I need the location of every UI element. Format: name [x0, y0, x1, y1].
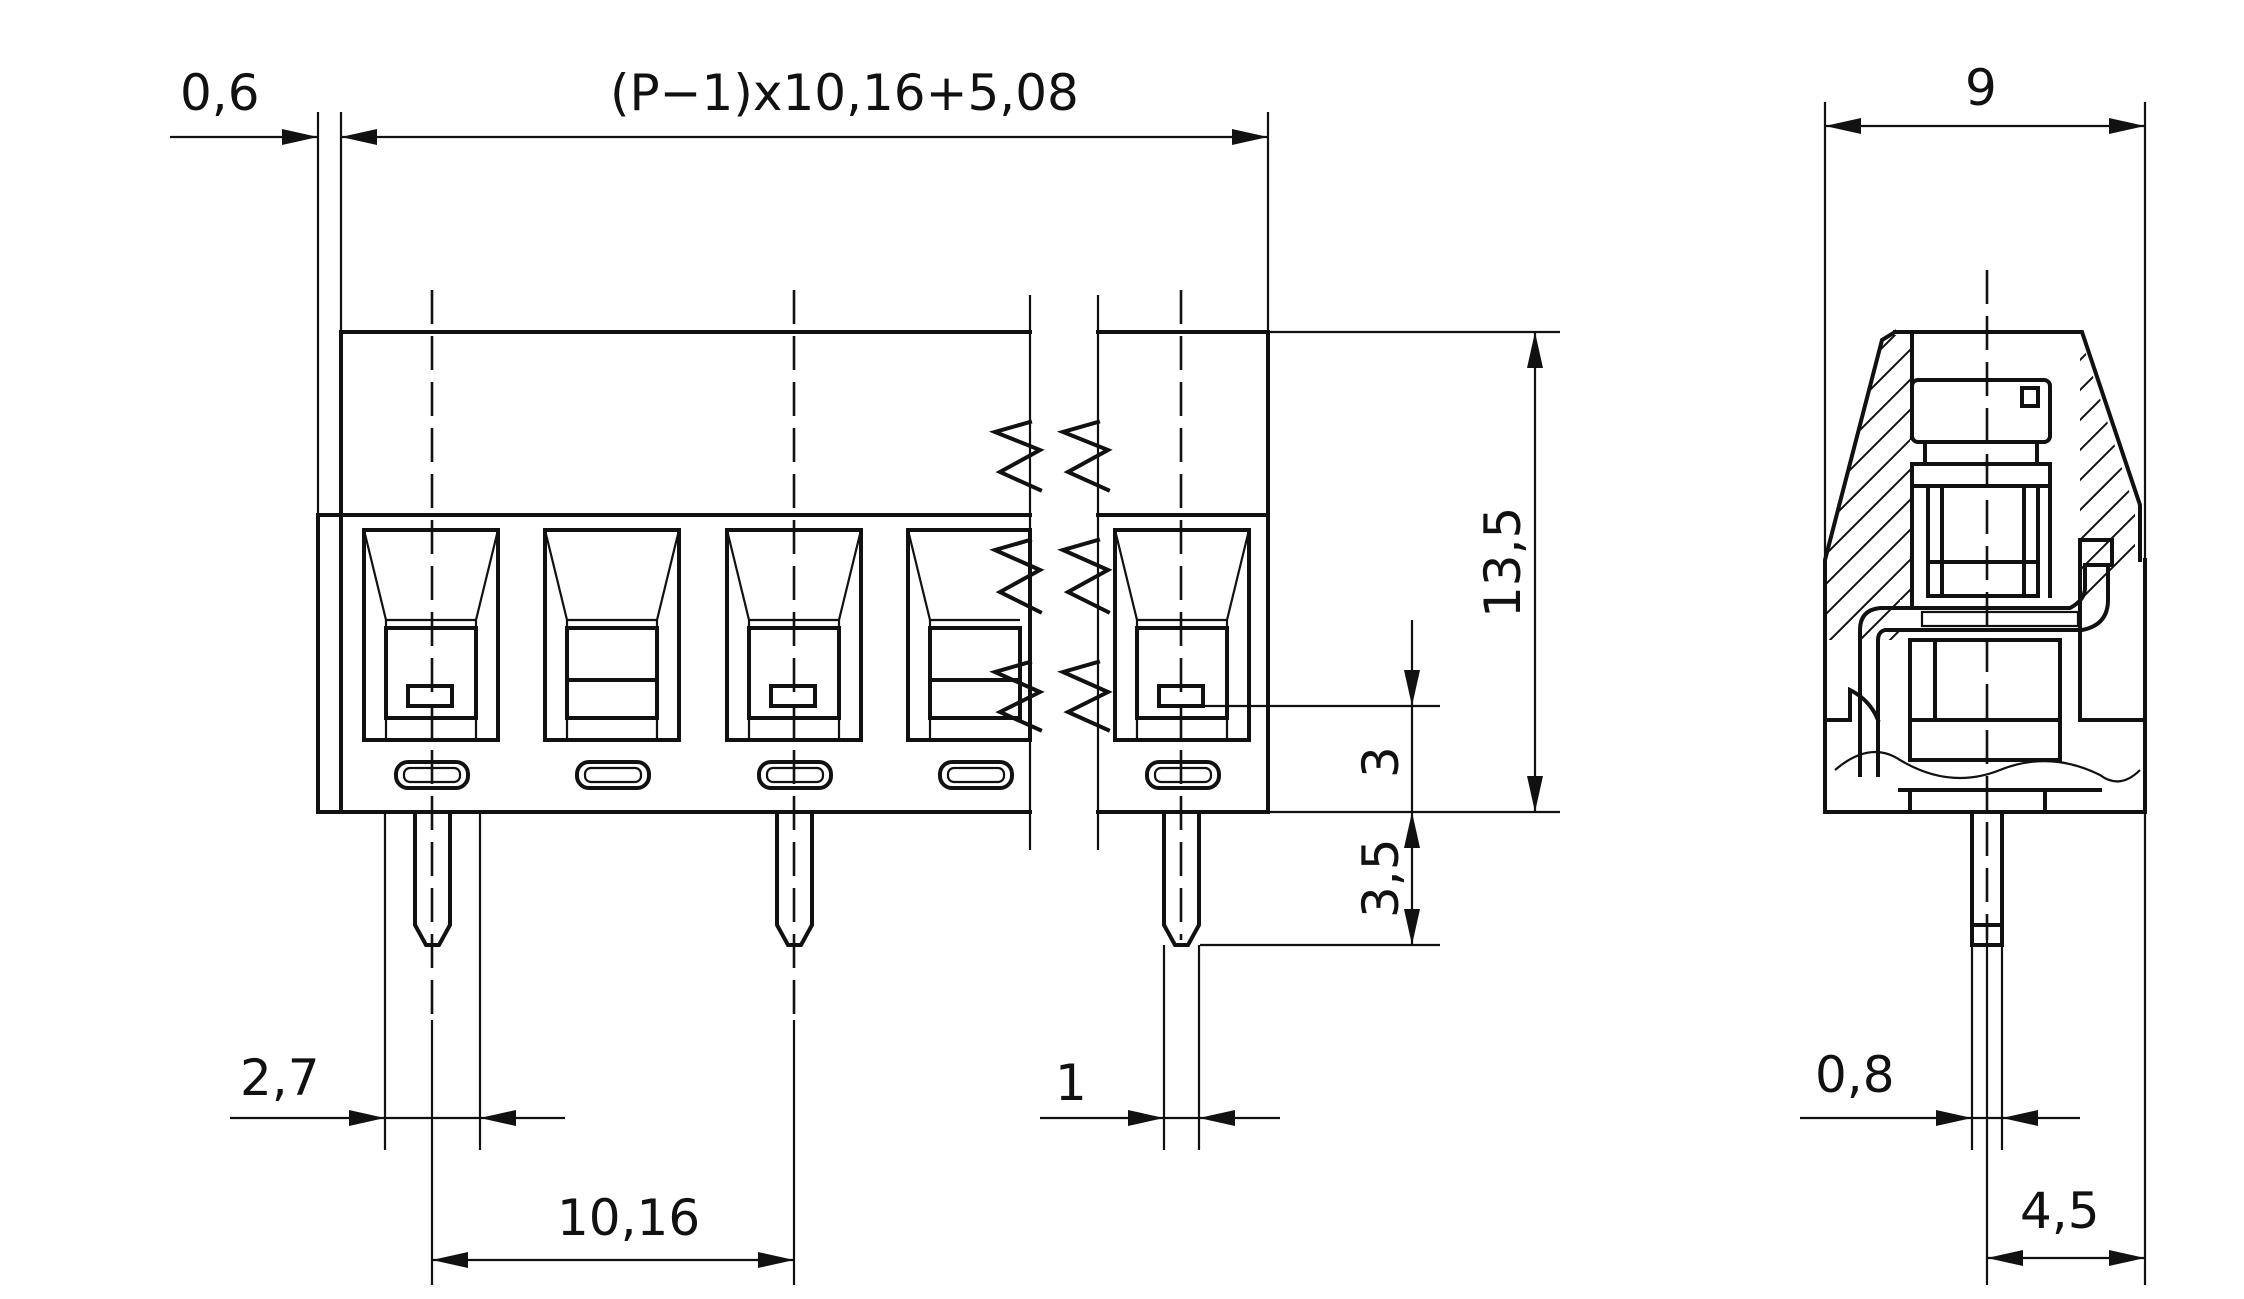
dim-pin-side: 0,8 — [1815, 1046, 1895, 1104]
side-body-outline — [1893, 330, 2142, 562]
clamp-window — [1908, 638, 2062, 762]
side-view — [1823, 102, 2147, 1285]
break-zigzag — [988, 419, 1045, 493]
pin-2 — [775, 810, 814, 947]
button-notch — [2020, 386, 2040, 408]
front-view — [316, 112, 1560, 1285]
side-body-outline-lower — [1823, 329, 2147, 814]
wire-entry-2 — [543, 528, 681, 790]
side-foot-right — [2078, 558, 2147, 722]
upper-body-outline — [339, 330, 1032, 517]
side-bottom-detail — [1834, 750, 2141, 783]
dim-overall-length: (P−1)x10,16+5,08 — [610, 64, 1079, 122]
dim-pin-offset-side: 4,5 — [2020, 1182, 2100, 1240]
wire-entry-4 — [906, 528, 1032, 790]
break-zigzag — [1057, 537, 1113, 615]
pin-3 — [1162, 810, 1201, 947]
dim-side-width: 9 — [1965, 59, 1997, 117]
contact-spring — [1858, 563, 2110, 777]
dim-pin-width-front: 2,7 — [240, 1049, 320, 1107]
dim-edge-offset: 0,6 — [180, 64, 260, 122]
dimension-lines-front — [170, 129, 1543, 1268]
break-zigzag — [1057, 659, 1113, 733]
dim-wire-entry-height: 3 — [1352, 746, 1410, 778]
dim-pitch: 10,16 — [557, 1189, 700, 1247]
spring-housing — [1926, 484, 2040, 598]
side-foot-left — [1823, 686, 1881, 723]
break-zigzag — [1056, 419, 1113, 493]
lower-body-outline — [316, 513, 1032, 814]
dimension-lines-side — [1800, 118, 2145, 1266]
break-zigzag — [989, 537, 1045, 615]
dim-pin-thickness: 1 — [1055, 1054, 1087, 1112]
dim-pin-length: 3,5 — [1352, 838, 1410, 918]
dim-body-height: 13,5 — [1474, 507, 1532, 618]
section-hatching — [1825, 335, 2135, 640]
pin-1 — [413, 810, 452, 947]
